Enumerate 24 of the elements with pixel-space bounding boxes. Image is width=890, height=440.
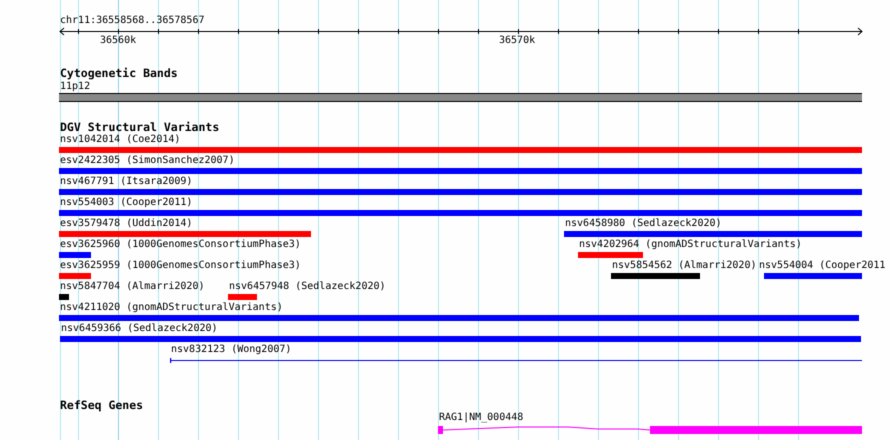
variant-label: nsv467791 (Itsara2009) [60, 176, 192, 188]
variant-label: esv2422305 (SimonSanchez2007) [60, 155, 235, 167]
track-heading: Cytogenetic Bands [60, 67, 178, 80]
ruler-label: chr11:36558568..36578567 [60, 15, 204, 27]
ruler-label: 36560k [100, 35, 136, 47]
variant-label: esv3625960 (1000GenomesConsortiumPhase3) [60, 239, 301, 251]
variant-label: nsv5854562 (Almarri2020) [612, 260, 756, 272]
variant-label: nsv554004 (Cooper2011 [759, 260, 886, 272]
variant-label: nsv4211020 (gnomADStructuralVariants) [60, 302, 283, 314]
variant-label: esv3579478 (Uddin2014) [60, 218, 192, 230]
variant-label: nsv832123 (Wong2007) [171, 344, 292, 356]
track-heading: RefSeq Genes [60, 399, 144, 412]
variant-label: nsv554003 (Cooper2011) [60, 197, 192, 209]
variant-label: esv3625959 (1000GenomesConsortiumPhase3) [60, 260, 301, 272]
variant-label: nsv6458980 (Sedlazeck2020) [565, 218, 722, 230]
variant-label: nsv4202964 (gnomADStructuralVariants) [579, 239, 802, 251]
track-heading: DGV Structural Variants [60, 121, 220, 134]
variant-label: nsv5847704 (Almarri2020) [60, 281, 204, 293]
variant-label: nsv1042014 (Coe2014) [60, 134, 180, 146]
ruler-label: 36570k [499, 35, 536, 47]
gene-label: RAG1|NM_000448 [439, 412, 524, 424]
band-label: 11p12 [60, 81, 90, 93]
variant-label: nsv6459366 (Sedlazeck2020) [61, 323, 218, 335]
variant-label: nsv6457948 (Sedlazeck2020) [229, 281, 386, 293]
